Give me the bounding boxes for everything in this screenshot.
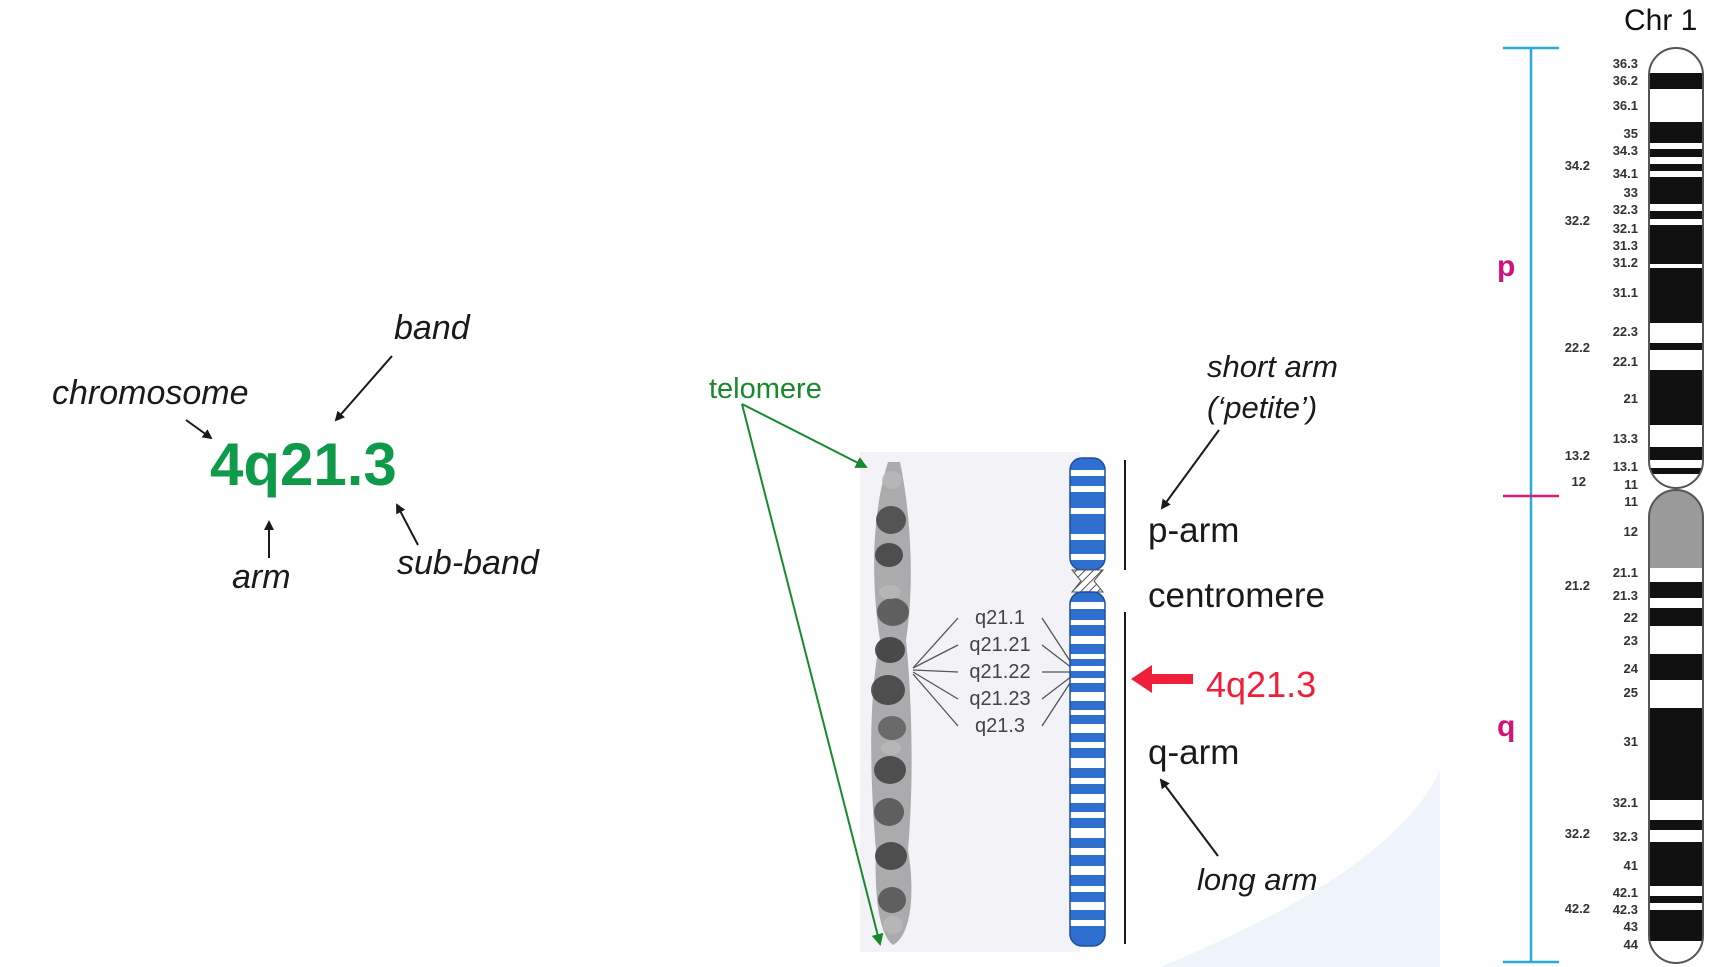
chromosome-photo — [860, 452, 1080, 952]
chr1-band-label: 13.3 — [1613, 431, 1638, 446]
telomere-arrow-bottom — [741, 403, 884, 946]
chr1-band-label: 43 — [1624, 919, 1638, 934]
chr1-axis — [1503, 46, 1559, 964]
chr1-band-label: 35 — [1624, 126, 1638, 141]
chr1-band-label: 44 — [1624, 937, 1639, 952]
chr1-band-label: 25 — [1624, 685, 1638, 700]
chromosome-arrow — [185, 419, 213, 440]
chr1-band-label: 22 — [1624, 610, 1638, 625]
subband-labels: q21.1 q21.21 q21.22 q21.23 q21.3 — [969, 607, 1030, 737]
chr1-band-label: 31 — [1624, 734, 1638, 749]
chr1-band-label: 42.1 — [1613, 885, 1638, 900]
chr1-band-label: 22.2 — [1565, 340, 1590, 355]
band-arrow — [334, 355, 393, 422]
chr1-band-label: 32.1 — [1613, 795, 1638, 810]
petite-label: (‘petite’) — [1207, 390, 1318, 425]
p-arm-label: p-arm — [1148, 511, 1240, 550]
chr1-band-label: 21 — [1624, 391, 1638, 406]
notation-arrows — [185, 355, 419, 558]
diagram-arrows — [1159, 429, 1220, 857]
subband-leaders — [912, 617, 1073, 727]
q-arm-label: q-arm — [1148, 733, 1240, 772]
telomere-arrow-top — [741, 403, 868, 468]
subband-label: q21.1 — [975, 607, 1025, 629]
ideogram-centromere — [1070, 569, 1105, 593]
band-code: 4q21.3 — [210, 431, 397, 498]
chromosome-label: chromosome — [52, 374, 249, 412]
sub-band-label: sub-band — [397, 544, 539, 582]
chr1-band-label: 36.2 — [1613, 73, 1638, 88]
chr1-band-label: 36.3 — [1613, 56, 1638, 71]
chr1-band-label: 22.3 — [1613, 324, 1638, 339]
chr1-band-label: 22.1 — [1613, 354, 1638, 369]
chromosome-4-ideogram — [1069, 457, 1106, 947]
background-wedge — [1160, 770, 1440, 967]
chr1-band-label: 13.1 — [1613, 459, 1638, 474]
chr1-band-label: 21.2 — [1565, 578, 1590, 593]
long-arm-label: long arm — [1197, 862, 1318, 897]
chr1-band-label: 31.1 — [1613, 285, 1638, 300]
short-arm-label: short arm — [1207, 349, 1338, 384]
chr1-band-label: 42.2 — [1565, 901, 1590, 916]
chr1-band-label: 34.2 — [1565, 158, 1590, 173]
chr1-band-label: 32.3 — [1613, 202, 1638, 217]
telomere-label: telomere — [709, 373, 822, 405]
chr1-band-label: 11 — [1624, 477, 1638, 492]
chr1-band-label: 12 — [1572, 474, 1586, 489]
subband-label: q21.22 — [969, 661, 1030, 683]
chr1-band-label: 13.2 — [1565, 448, 1590, 463]
chr1-band-label: 24 — [1624, 661, 1639, 676]
centromere-label: centromere — [1148, 576, 1326, 615]
chr1-title: Chr 1 — [1624, 4, 1698, 37]
chr1-band-label: 32.1 — [1613, 221, 1638, 236]
chr1-band-label: 11 — [1624, 494, 1638, 509]
chr1-band-label: 36.1 — [1613, 98, 1638, 113]
chr1-band-label: 32.2 — [1565, 213, 1590, 228]
chr1-band-label: 33 — [1624, 185, 1638, 200]
sub-band-arrow — [396, 503, 419, 546]
arm-label: arm — [232, 558, 291, 596]
long-arm-arrow — [1159, 778, 1219, 857]
subband-label: q21.3 — [975, 715, 1025, 737]
subband-label: q21.23 — [969, 688, 1030, 710]
subband-label: q21.21 — [969, 634, 1030, 656]
chr1-q-label: q — [1497, 710, 1516, 743]
chr1-band-label: 23 — [1624, 633, 1638, 648]
chr1-band-label: 12 — [1624, 524, 1638, 539]
chr1-band-label: 41 — [1624, 858, 1638, 873]
chromosome-1-ideogram — [1648, 47, 1704, 964]
chr1-p-label: p — [1497, 250, 1516, 283]
chr1-band-label: 21.3 — [1613, 588, 1638, 603]
band-label: band — [394, 309, 470, 347]
telomere-arrows — [741, 403, 884, 946]
chr1-left-labels: 34.2 32.2 22.2 13.2 12 21.2 32.2 42.2 — [1565, 158, 1590, 916]
highlight-arrow — [1131, 665, 1193, 693]
chr1-band-label: 31.2 — [1613, 255, 1638, 270]
chr1-band-label: 34.1 — [1613, 166, 1638, 181]
chr1-band-label: 31.3 — [1613, 238, 1638, 253]
highlight-label: 4q21.3 — [1206, 664, 1317, 705]
chr1-band-label: 34.3 — [1613, 143, 1638, 158]
chr1-band-label: 32.2 — [1565, 826, 1590, 841]
chr1-band-label: 42.3 — [1613, 902, 1638, 917]
chr1-band-label: 21.1 — [1613, 565, 1638, 580]
chr1-right-labels: 36.3 36.2 36.1 35 34.3 34.1 33 32.3 32.1… — [1613, 56, 1639, 952]
short-arm-arrow — [1160, 429, 1220, 510]
chr1-band-label: 32.3 — [1613, 829, 1638, 844]
